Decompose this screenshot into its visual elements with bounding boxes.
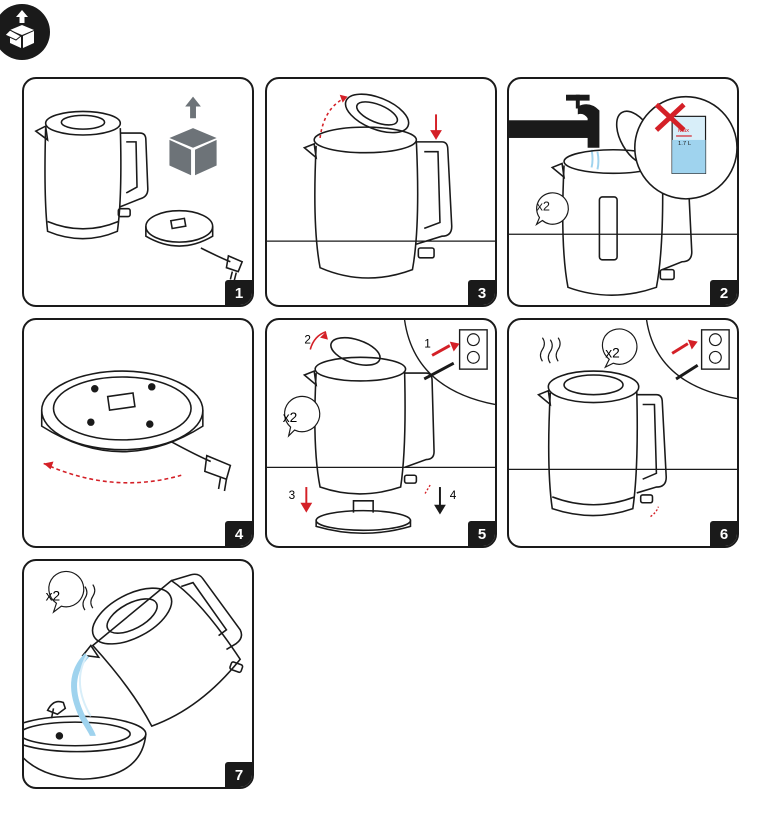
step-number: 3 bbox=[468, 280, 495, 305]
step-label-1: 1 bbox=[424, 338, 431, 351]
step-number: 2 bbox=[710, 280, 737, 305]
unbox-icon bbox=[0, 2, 60, 62]
step-panel-6: x2 6 bbox=[507, 318, 739, 548]
repeat-label: x2 bbox=[537, 199, 550, 214]
step-panel-2: Max 1.7 L x2 2 bbox=[507, 77, 739, 307]
capacity-label: 1.7 L bbox=[678, 141, 692, 147]
boil-water-illustration: x2 bbox=[509, 320, 737, 518]
repeat-label: x2 bbox=[283, 410, 298, 425]
step-label-2: 2 bbox=[304, 334, 311, 347]
step-label-3: 3 bbox=[289, 489, 296, 502]
plug-in-illustration: 1 2 3 4 x2 bbox=[267, 320, 495, 535]
step-number: 1 bbox=[225, 280, 252, 305]
repeat-label: x2 bbox=[605, 345, 620, 360]
step-number: 7 bbox=[225, 762, 252, 787]
step-number: 6 bbox=[710, 521, 737, 546]
step-panel-1: 1 bbox=[22, 77, 254, 307]
step-number: 4 bbox=[225, 521, 252, 546]
step-panel-7: x2 7 bbox=[22, 559, 254, 789]
step-number: 5 bbox=[468, 521, 495, 546]
max-marker: Max bbox=[678, 128, 689, 134]
step-panel-3: 3 bbox=[265, 77, 497, 307]
cord-storage-illustration bbox=[40, 370, 232, 492]
fill-water-illustration: Max 1.7 L x2 bbox=[509, 94, 737, 296]
repeat-label: x2 bbox=[46, 588, 61, 603]
step-label-4: 4 bbox=[450, 489, 457, 502]
step-panel-4: 4 bbox=[22, 318, 254, 548]
step-panel-5: 1 2 3 4 x2 5 bbox=[265, 318, 497, 548]
kettle-and-base-illustration bbox=[34, 96, 244, 281]
open-lid-illustration bbox=[267, 93, 495, 279]
pour-water-illustration: x2 bbox=[24, 570, 244, 780]
